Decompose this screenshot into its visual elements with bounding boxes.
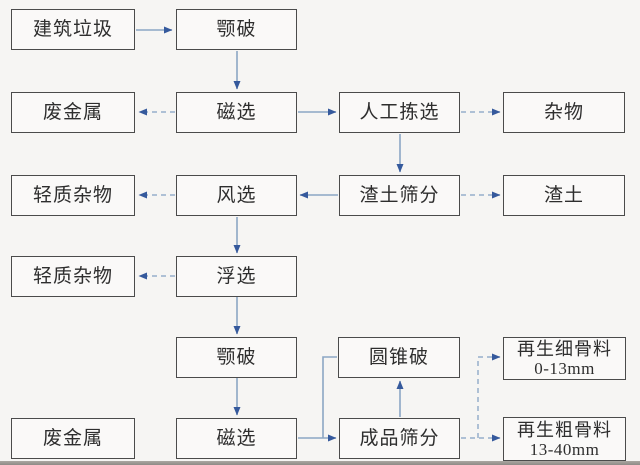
node-construction-waste: 建筑垃圾 xyxy=(11,9,135,50)
node-scrap-metal-2: 废金属 xyxy=(11,418,135,459)
node-label: 再生细骨料 xyxy=(517,339,612,359)
node-recycled-fine-aggregate: 再生细骨料 0-13mm xyxy=(503,337,626,380)
node-label: 浮选 xyxy=(216,266,257,287)
node-label: 磁选 xyxy=(216,102,257,123)
node-label: 再生粗骨料 xyxy=(517,419,612,440)
node-sublabel: 0-13mm xyxy=(534,359,595,378)
node-label: 颚破 xyxy=(216,347,257,368)
node-label: 杂物 xyxy=(543,102,584,123)
node-label: 颚破 xyxy=(216,19,257,40)
edge-conecrusher-return xyxy=(322,356,337,438)
node-debris: 杂物 xyxy=(503,92,625,133)
node-label: 圆锥破 xyxy=(368,347,429,368)
node-label: 渣土 xyxy=(543,185,584,206)
edge-productscreen-to-fine xyxy=(477,353,501,438)
node-sublabel: 13-40mm xyxy=(529,439,600,459)
node-label: 渣土筛分 xyxy=(359,185,440,206)
node-flotation: 浮选 xyxy=(176,256,297,297)
node-cone-crusher: 圆锥破 xyxy=(338,337,460,378)
node-label: 废金属 xyxy=(42,102,103,123)
node-label: 风选 xyxy=(216,185,257,206)
node-label: 轻质杂物 xyxy=(32,185,113,206)
node-muck-screening: 渣土筛分 xyxy=(339,175,460,216)
node-product-screening: 成品筛分 xyxy=(339,418,460,459)
node-label: 成品筛分 xyxy=(359,428,440,449)
node-magnetic-separation-1: 磁选 xyxy=(176,92,297,133)
node-magnetic-separation-2: 磁选 xyxy=(176,418,297,459)
node-light-debris-2: 轻质杂物 xyxy=(11,256,135,297)
node-air-separation: 风选 xyxy=(176,175,297,216)
node-label: 废金属 xyxy=(42,428,103,449)
node-muck: 渣土 xyxy=(503,175,625,216)
image-bottom-edge xyxy=(0,461,640,465)
node-jaw-crusher-1: 颚破 xyxy=(176,9,297,50)
node-label: 磁选 xyxy=(216,428,257,449)
node-scrap-metal-1: 废金属 xyxy=(11,92,135,133)
node-jaw-crusher-2: 颚破 xyxy=(176,337,297,378)
node-label: 人工拣选 xyxy=(359,102,440,123)
node-recycled-coarse-aggregate: 再生粗骨料 13-40mm xyxy=(503,417,626,461)
node-label: 建筑垃圾 xyxy=(32,19,113,40)
node-light-debris-1: 轻质杂物 xyxy=(11,175,135,216)
node-manual-sorting: 人工拣选 xyxy=(339,92,460,133)
node-label: 轻质杂物 xyxy=(32,266,113,287)
